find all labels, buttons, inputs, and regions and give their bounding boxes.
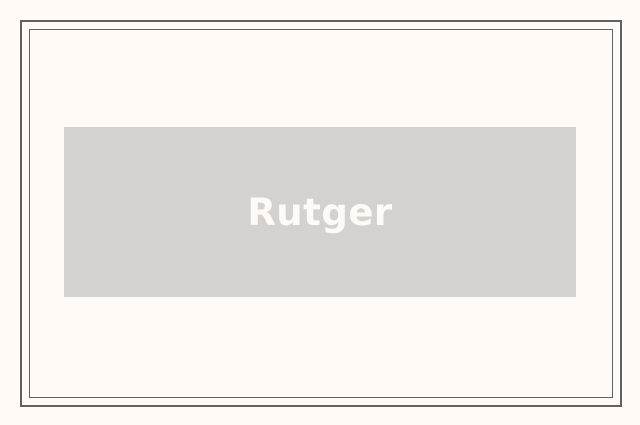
- name-label: Rutger: [247, 190, 393, 234]
- inner-frame: [29, 29, 613, 398]
- outer-frame: [20, 20, 622, 407]
- name-banner: Rutger: [64, 127, 576, 297]
